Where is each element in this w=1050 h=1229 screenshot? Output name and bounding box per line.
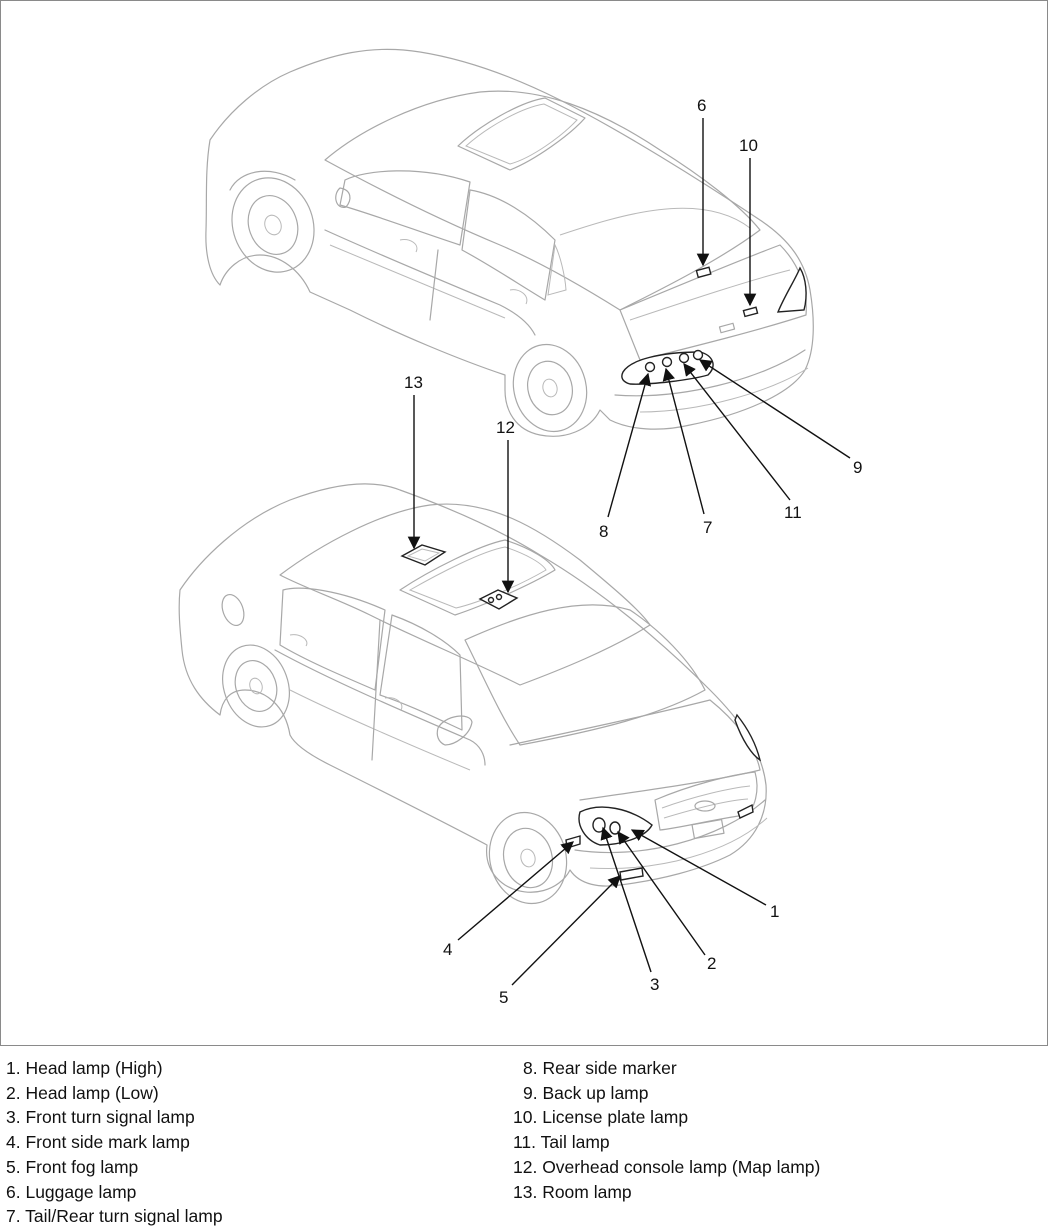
front-view-car [178,483,768,905]
leader-9 [698,359,851,459]
callout-9: 9 [853,458,862,477]
diagram-frame [0,0,1048,1046]
legend-item-9: 9. Back up lamp [523,1082,649,1103]
leader-8 [607,372,652,518]
callout-12: 12 [496,418,515,437]
callout-5: 5 [499,988,508,1007]
legend-item-12: 12. Overhead console lamp (Map lamp) [513,1156,821,1177]
lamp-location-diagram: 6 10 13 12 9 11 8 7 1 4 2 3 5 [178,48,862,1007]
leader-3 [600,826,652,973]
callout-4: 4 [443,940,452,959]
leader-5 [511,875,621,986]
callout-11: 11 [784,503,802,522]
callout-3: 3 [650,975,659,994]
leader-2 [617,830,706,956]
leader-lines [407,118,851,986]
callout-2: 2 [707,954,716,973]
legend-item-7: 7. Tail/Rear turn signal lamp [6,1206,223,1227]
legend-item-1: 1. Head lamp (High) [6,1058,163,1078]
callout-8: 8 [599,522,608,541]
callout-1: 1 [770,902,779,921]
leader-4 [457,841,574,941]
legend-column-right: 8. Rear side marker 9. Back up lamp 10. … [513,1056,820,1204]
rear-view-car [205,48,814,437]
legend-item-6: 6. Luggage lamp [6,1181,137,1202]
callout-10: 10 [739,136,758,155]
legend-item-3: 3. Front turn signal lamp [6,1107,195,1128]
callout-numbers: 6 10 13 12 9 11 8 7 1 4 2 3 5 [404,96,862,1007]
callout-13: 13 [404,373,423,392]
legend: 1. Head lamp (High) 2. Head lamp (Low) 3… [0,1056,1050,1227]
legend-item-11: 11. Tail lamp [513,1132,610,1153]
legend-column-left: 1. Head lamp (High) 2. Head lamp (Low) 3… [6,1056,223,1229]
callout-6: 6 [697,96,706,115]
leader-7 [662,367,705,515]
legend-item-13: 13. Room lamp [513,1181,632,1202]
legend-item-5: 5. Front fog lamp [6,1156,139,1177]
legend-item-10: 10. License plate lamp [513,1107,689,1128]
legend-item-8: 8. Rear side marker [523,1058,677,1078]
legend-item-2: 2. Head lamp (Low) [6,1082,159,1103]
leader-1 [630,829,767,906]
leader-11 [683,363,791,501]
legend-item-4: 4. Front side mark lamp [6,1132,190,1153]
callout-7: 7 [703,518,712,537]
